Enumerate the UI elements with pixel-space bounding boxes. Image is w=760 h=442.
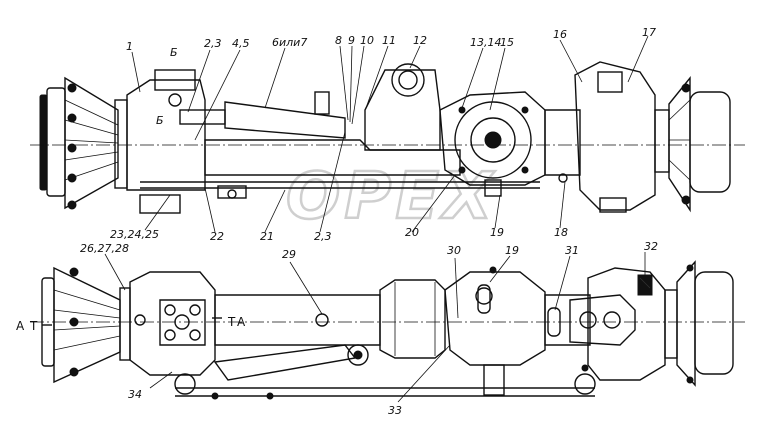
- section-mark-a-left: А: [16, 319, 25, 333]
- differential-ring: [454, 101, 532, 179]
- watermark-text: OPEX: [286, 160, 496, 234]
- callout-33: 33: [388, 404, 402, 417]
- section-mark-b-lower: Б: [156, 114, 164, 127]
- left-knuckle-bottom: [129, 271, 216, 376]
- callout-34: 34: [128, 388, 142, 401]
- section-mark-b-top: Б: [170, 46, 178, 59]
- lower-bracket-left: [139, 194, 181, 214]
- callout-12: 12: [413, 34, 427, 47]
- callout-21: 21: [260, 230, 274, 243]
- axle-beam-top: [204, 139, 461, 176]
- callout-18: 18: [554, 226, 568, 239]
- left-knuckle-housing: [126, 79, 206, 191]
- callout-4-5: 4,5: [232, 37, 250, 50]
- right-knuckle-bottom: [587, 267, 666, 381]
- kingpin-cap: [154, 69, 196, 91]
- section-mark-a-right: А: [237, 315, 246, 329]
- callout-26-27-28: 26,27,28: [80, 242, 129, 255]
- callout-9: 9: [348, 34, 355, 47]
- callout-17: 17: [642, 26, 656, 39]
- steering-cylinder-bottom: [213, 344, 357, 381]
- drive-flange: [483, 364, 505, 396]
- callout-23-24-25: 23,24,25: [110, 228, 159, 241]
- steering-arm-plate: [159, 299, 206, 346]
- right-steering-arm: [569, 294, 636, 346]
- callout-30: 30: [447, 244, 461, 257]
- callout-16: 16: [553, 28, 567, 41]
- right-hub-bottom: [664, 260, 734, 387]
- callout-8: 8: [335, 34, 342, 47]
- bottom-callouts: 26,27,28 29 30 19 31 32 34 33 А T T А: [16, 240, 658, 417]
- right-hub-top: [654, 76, 731, 213]
- section-arrow-left: T: [29, 319, 38, 333]
- callout-10: 10: [360, 34, 374, 47]
- top-view-assembly: [30, 61, 745, 214]
- callout-13-14: 13,14: [470, 36, 502, 49]
- bottom-view-assembly: [30, 260, 745, 400]
- steering-cylinder: [224, 101, 346, 139]
- section-arrow-right: T: [227, 315, 236, 329]
- callout-19-bottom: 19: [505, 244, 519, 257]
- bottom-leaders: [104, 252, 646, 403]
- callout-29: 29: [282, 248, 296, 261]
- left-hub-bottom: [41, 266, 131, 384]
- right-knuckle-housing: [574, 61, 656, 211]
- callout-32: 32: [644, 240, 658, 253]
- left-hub-top: [39, 76, 128, 210]
- callout-20: 20: [405, 226, 419, 239]
- top-leaders: [131, 35, 649, 233]
- callout-31: 31: [565, 244, 579, 257]
- callout-6-or-7: 6или7: [272, 36, 307, 49]
- differential-bottom: [444, 271, 546, 366]
- callout-1: 1: [126, 40, 133, 53]
- callout-11: 11: [382, 34, 396, 47]
- callout-15: 15: [500, 36, 514, 49]
- callout-2-3-bottom: 2,3: [314, 230, 332, 243]
- top-callouts: 1 Б 2,3 4,5 6или7 8 9 10 11 12 13,14 15 …: [110, 26, 656, 243]
- callout-19-top: 19: [490, 226, 504, 239]
- callout-2-3-top: 2,3: [204, 37, 222, 50]
- callout-22: 22: [210, 230, 224, 243]
- mount-bracket: [364, 69, 441, 151]
- cylinder-rod: [179, 109, 226, 125]
